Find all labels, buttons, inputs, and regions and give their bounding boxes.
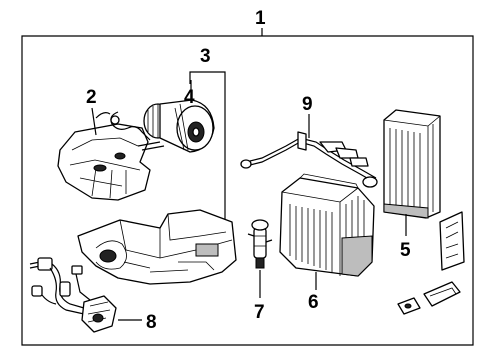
part-3-blower-case[interactable]: [77, 209, 237, 285]
callout-3[interactable]: 3: [200, 46, 211, 67]
callout-4[interactable]: 4: [184, 87, 195, 108]
part-9-refrigerant-lines[interactable]: [240, 131, 378, 188]
callout-1[interactable]: 1: [255, 8, 266, 29]
bracket-seal-parts[interactable]: [397, 211, 465, 315]
callout-8[interactable]: 8: [146, 312, 157, 333]
part-4-blower-motor[interactable]: [95, 99, 215, 153]
part-8-resistor-harness[interactable]: [29, 257, 117, 333]
callout-7[interactable]: 7: [254, 302, 265, 323]
callout-9[interactable]: 9: [302, 94, 313, 115]
part-7-expansion-valve[interactable]: [247, 219, 273, 269]
callout-6[interactable]: 6: [308, 292, 319, 313]
part-5-heater-core[interactable]: [383, 109, 441, 219]
part-2-blower-cover[interactable]: [57, 123, 151, 201]
part-6-evaporator[interactable]: [279, 173, 375, 277]
leader-2: [91, 107, 97, 136]
callout-5[interactable]: 5: [400, 240, 411, 261]
callout-2[interactable]: 2: [86, 87, 97, 108]
diagram-frame: [21, 35, 474, 346]
leader-3: [189, 71, 226, 226]
